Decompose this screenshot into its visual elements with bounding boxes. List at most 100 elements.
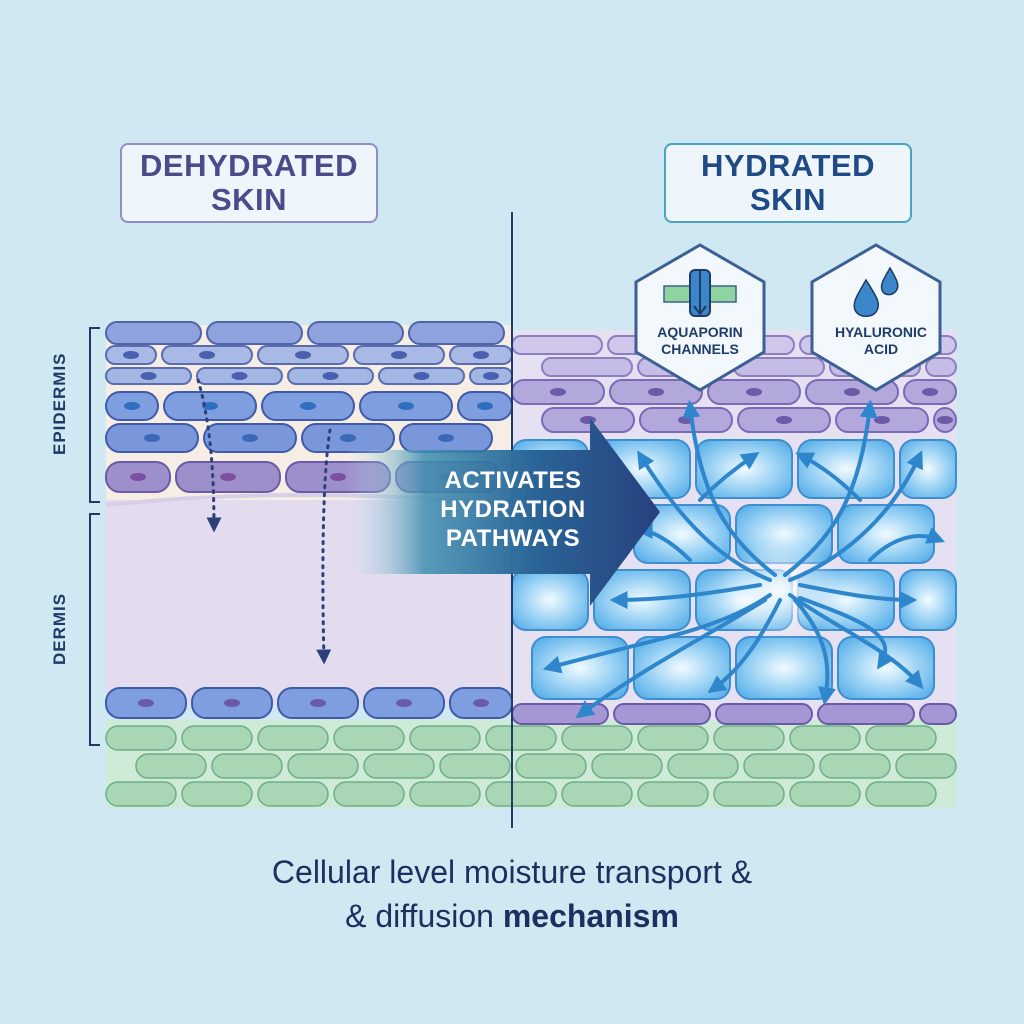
cell-nucleus	[413, 372, 430, 380]
tissue-cell	[637, 781, 709, 807]
cell-nucleus	[199, 351, 215, 359]
cell-nucleus	[124, 402, 140, 410]
cell-nucleus	[202, 402, 218, 410]
moisture-loss-arrows	[196, 378, 332, 665]
dehydrated-skin-title: DEHYDRATED SKIN	[120, 143, 378, 223]
tissue-cell	[363, 753, 435, 779]
tissue-cell	[895, 753, 957, 779]
cell-nucleus	[340, 434, 356, 442]
hydrated-cell	[735, 636, 833, 700]
tissue-cell	[257, 781, 329, 807]
caption-line-2-bold: mechanism	[502, 898, 679, 934]
tissue-cell	[865, 725, 937, 751]
cell-nucleus	[922, 388, 938, 396]
tissue-cell	[181, 725, 253, 751]
hydrated-skin-title: HYDRATED SKIN	[664, 143, 912, 223]
tissue-cell	[135, 753, 207, 779]
basal-cell	[919, 703, 957, 725]
hydration-glow	[720, 540, 840, 640]
cell-nucleus	[123, 351, 139, 359]
cell-nucleus	[550, 388, 566, 396]
cell-nucleus	[138, 699, 154, 707]
cell-nucleus	[477, 402, 493, 410]
tissue-cell	[561, 781, 633, 807]
cell-nucleus	[322, 372, 339, 380]
tissue-cell	[561, 725, 633, 751]
cell-nucleus	[580, 416, 596, 424]
cell-nucleus	[396, 699, 412, 707]
hydrated-cell	[511, 569, 589, 631]
cell-nucleus	[220, 473, 236, 481]
basal-cell	[613, 703, 711, 725]
epidermal-cell	[105, 321, 202, 345]
cell-nucleus	[300, 402, 316, 410]
cell-nucleus	[473, 351, 489, 359]
cell-nucleus	[438, 434, 454, 442]
cell-nucleus	[295, 351, 311, 359]
epidermal-cell	[307, 321, 404, 345]
tissue-cell	[515, 753, 587, 779]
cell-nucleus	[483, 372, 499, 380]
tissue-cell	[789, 781, 861, 807]
epidermis-bracket	[89, 327, 100, 503]
tissue-cell	[181, 781, 253, 807]
cell-nucleus	[746, 388, 762, 396]
cell-nucleus	[242, 434, 258, 442]
cell-nucleus	[140, 372, 157, 380]
epidermal-cell	[511, 335, 603, 355]
tissue-cells	[105, 725, 957, 807]
basal-cell	[715, 703, 813, 725]
tissue-cell	[865, 781, 937, 807]
cell-nucleus	[937, 416, 953, 424]
tissue-cell	[287, 753, 359, 779]
cell-nucleus	[473, 699, 489, 707]
epidermal-cell	[541, 357, 633, 377]
dermis-bracket	[89, 513, 100, 746]
cell-nucleus	[330, 473, 346, 481]
cell-nucleus	[130, 473, 146, 481]
activation-arrow-label: ACTIVATES HYDRATION PATHWAYS	[440, 467, 586, 552]
hydrated-cell	[837, 504, 935, 564]
hydration-pathways	[542, 399, 946, 719]
tissue-cell	[439, 753, 511, 779]
caption-line-2: & diffusion mechanism	[60, 894, 964, 938]
water-drops-icon	[853, 266, 899, 317]
tissue-cell	[713, 781, 785, 807]
channel-icon	[663, 269, 737, 317]
tissue-cell	[819, 753, 891, 779]
hexagon-hyaluronic	[810, 243, 942, 392]
dermis-label: DERMIS	[50, 592, 69, 665]
tissue-cell	[257, 725, 329, 751]
cell-nucleus	[874, 416, 890, 424]
caption-line-2-start: & diffusion	[345, 898, 503, 934]
epidermal-cell	[925, 357, 957, 377]
cell-nucleus	[398, 402, 414, 410]
cell-nucleus	[776, 416, 792, 424]
tissue-cell	[591, 753, 663, 779]
tissue-cell	[333, 781, 405, 807]
hydrated-cell	[633, 636, 731, 700]
tissue-cell	[409, 781, 481, 807]
cell-nucleus	[231, 372, 248, 380]
tissue-cell	[211, 753, 283, 779]
cell-nucleus	[310, 699, 326, 707]
tissue-cell	[743, 753, 815, 779]
cell-nucleus	[144, 434, 160, 442]
tissue-cell	[713, 725, 785, 751]
hyaluronic-label: HYALURONIC ACID	[834, 324, 928, 357]
tissue-cell	[105, 725, 177, 751]
epidermis-label: EPIDERMIS	[50, 352, 69, 455]
tissue-cell	[333, 725, 405, 751]
cell-nucleus	[391, 351, 407, 359]
activation-arrow	[345, 418, 660, 606]
cell-nucleus	[648, 388, 664, 396]
hydrated-cell	[899, 439, 957, 499]
caption-line-1: Cellular level moisture transport &	[271, 854, 753, 890]
hexagon-aquaporin	[634, 243, 766, 392]
basal-cell	[817, 703, 915, 725]
tissue-cell	[485, 781, 557, 807]
tissue-cell	[409, 725, 481, 751]
tissue-cell	[485, 725, 557, 751]
